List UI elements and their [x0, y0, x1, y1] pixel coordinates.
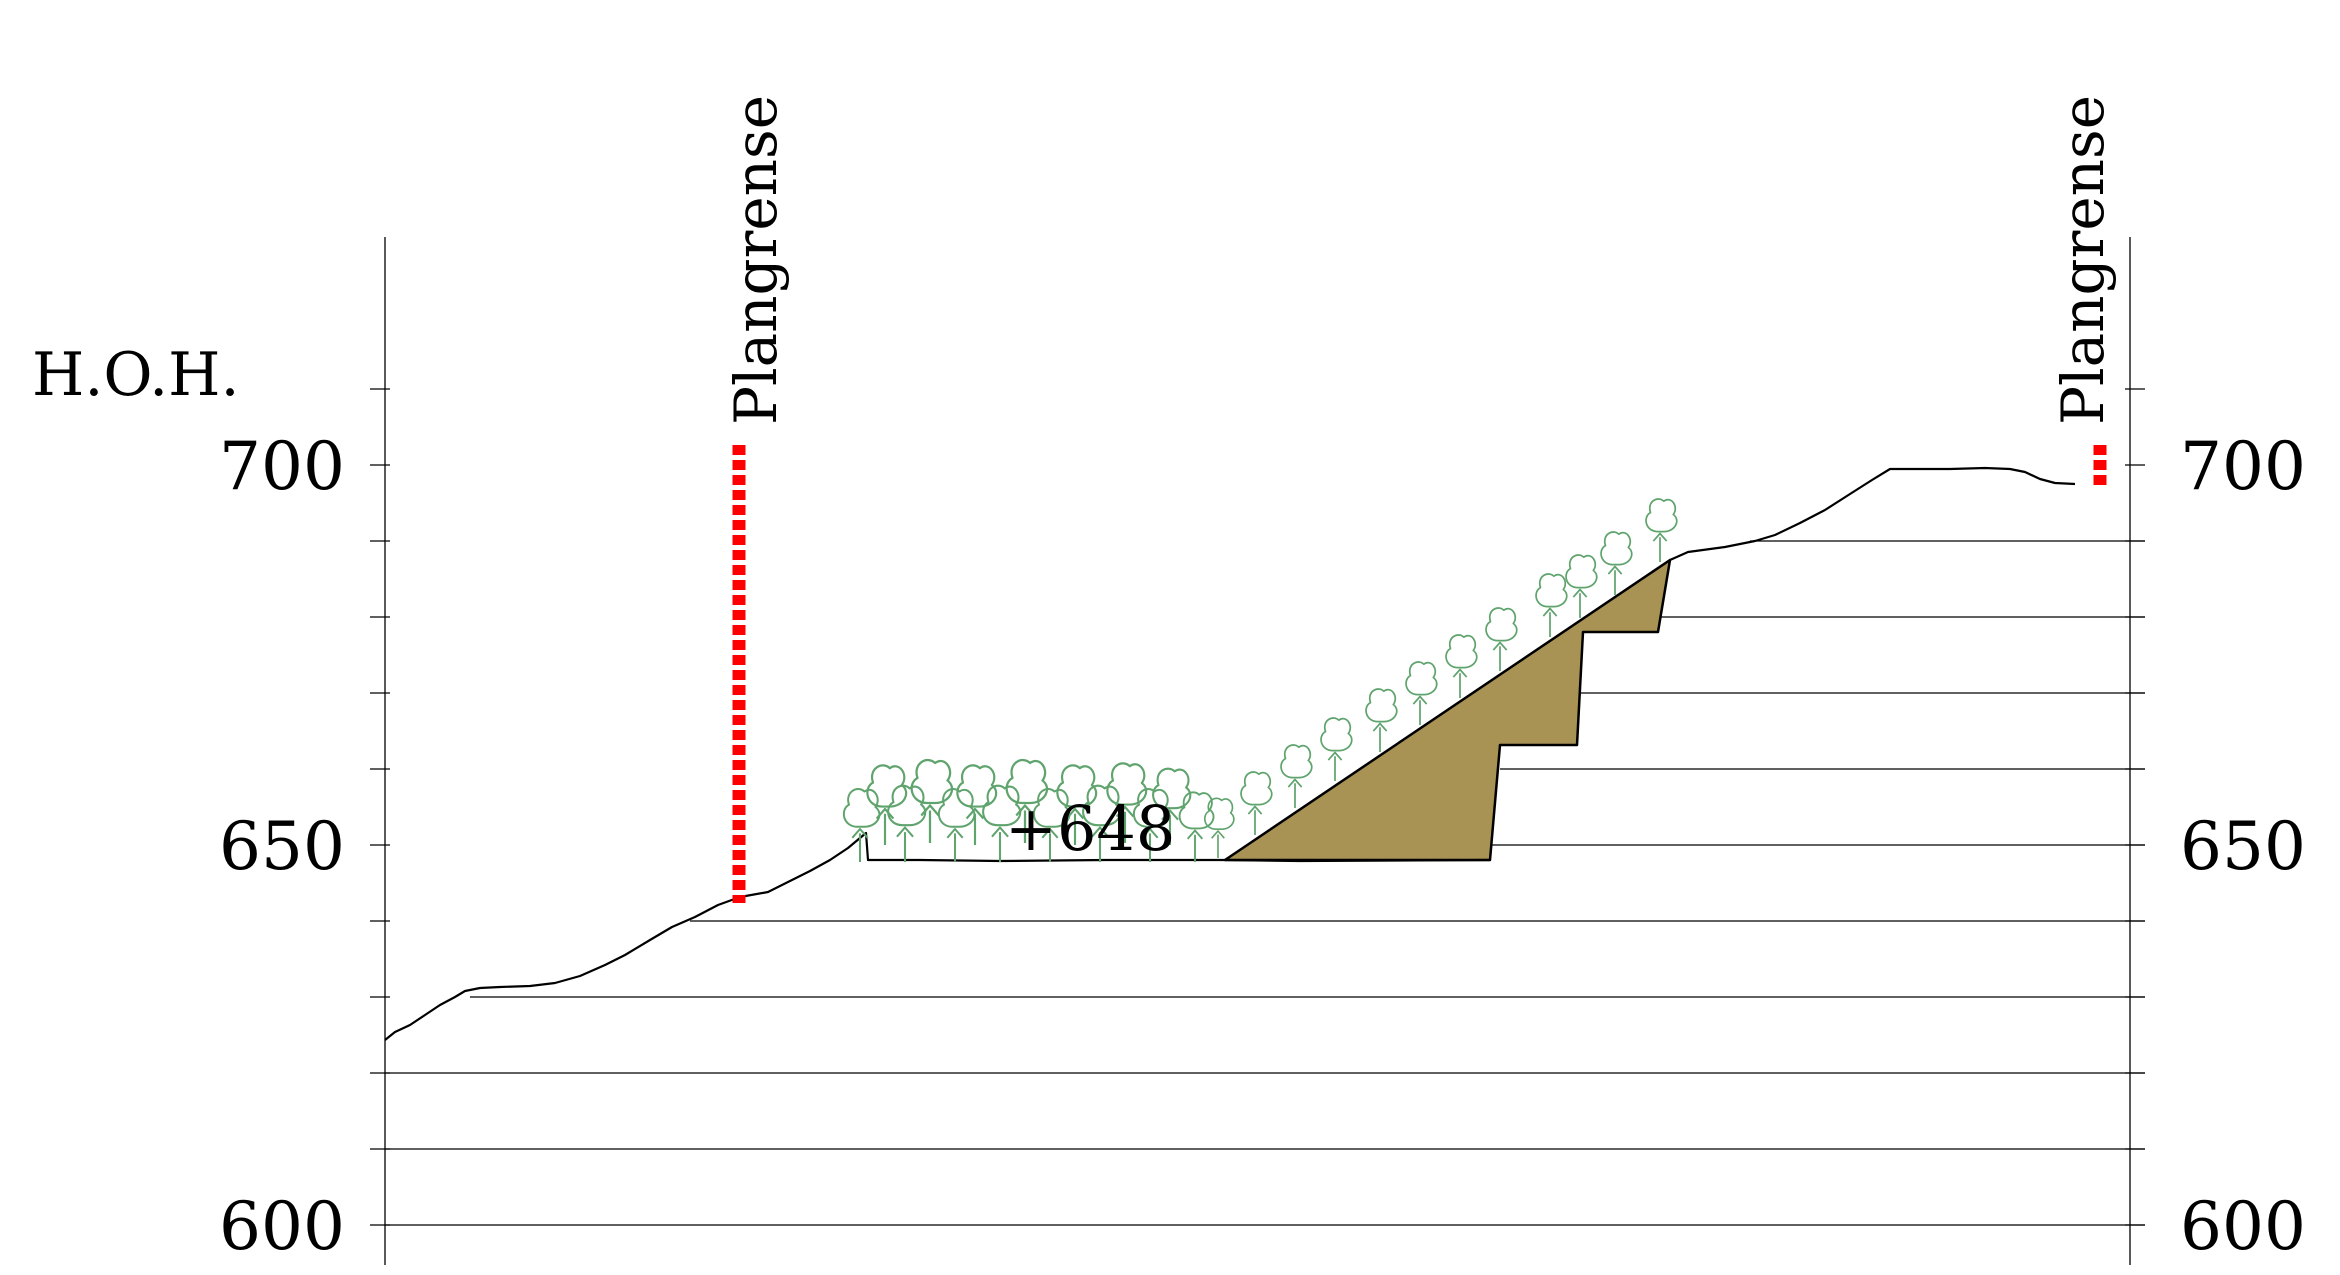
- tree-icon: [1320, 717, 1353, 782]
- fill-mass: [1223, 558, 1672, 862]
- tree-icon: [1280, 744, 1313, 809]
- grid-lines: [385, 540, 2145, 1226]
- tree-icon: [842, 788, 881, 863]
- plan-boundary-right-label: Plangrense: [2049, 95, 2117, 425]
- axis-title: H.O.H.: [32, 340, 240, 410]
- tree-icon: [956, 764, 998, 847]
- tree-icon: [1203, 797, 1235, 859]
- tree-icon: [1645, 498, 1678, 563]
- tree-icon: [1535, 573, 1568, 638]
- left-label-650: 650: [219, 808, 345, 885]
- right-axis-ticks: [2125, 388, 2145, 1226]
- left-label-700: 700: [219, 428, 345, 505]
- right-label-700: 700: [2180, 428, 2306, 505]
- terrain-line-upper: [1669, 466, 2076, 562]
- terrain-line: [384, 831, 1491, 1041]
- tree-icon: [910, 758, 954, 845]
- right-label-650: 650: [2180, 808, 2306, 885]
- tree-icon: [1365, 688, 1398, 753]
- right-label-600: 600: [2180, 1188, 2306, 1265]
- tree-icon: [1445, 634, 1478, 699]
- tree-icon: [1240, 771, 1273, 836]
- tree-icon: [1565, 554, 1598, 619]
- elevation-label: +648: [1005, 792, 1175, 865]
- tree-icon: [1600, 531, 1633, 596]
- tree-icon: [887, 784, 927, 864]
- tree-icon: [1405, 661, 1438, 726]
- tree-icon: [1485, 607, 1518, 672]
- left-label-600: 600: [219, 1188, 345, 1265]
- plan-boundary-left-label: Plangrense: [722, 95, 790, 425]
- left-axis-ticks: [370, 388, 390, 1226]
